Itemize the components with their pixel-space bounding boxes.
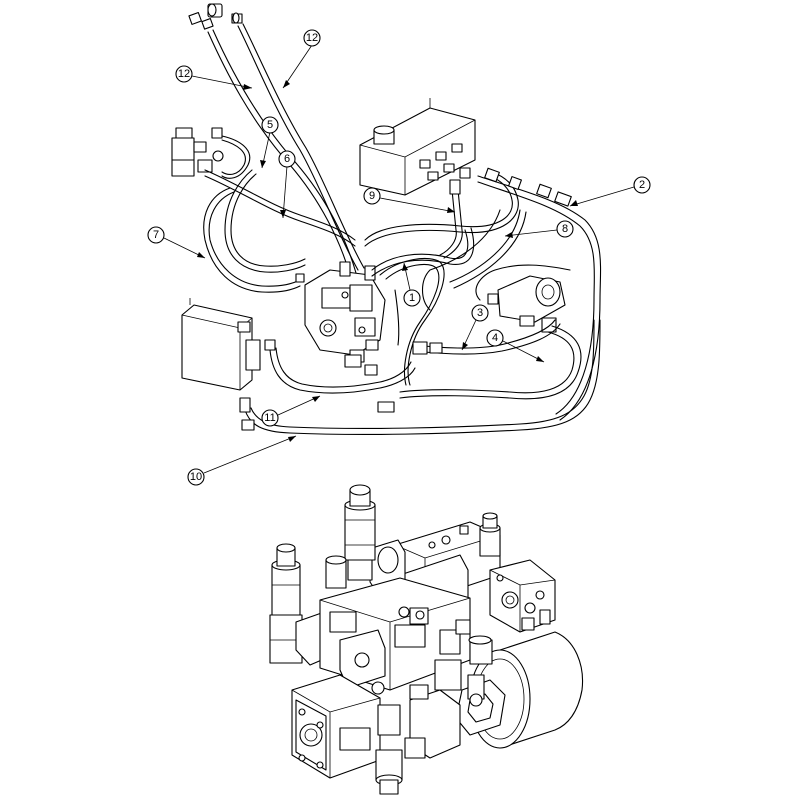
hose-4: [399, 325, 582, 400]
hose-3: [412, 319, 561, 355]
hose-2: [477, 167, 602, 421]
cooler-box: [181, 298, 276, 391]
callout-4: 4: [492, 332, 498, 344]
callout-circle-2: [633, 176, 651, 194]
hose-10: [239, 319, 601, 435]
callout-circle-8: [556, 220, 574, 238]
hose-5: [221, 135, 251, 179]
callout-circle-4: [486, 329, 504, 347]
hose-routing-view: [171, 3, 602, 435]
hose-1: [379, 257, 445, 386]
callout-6: 6: [284, 153, 290, 165]
valve-block-left: [171, 127, 224, 177]
central-pump: [295, 261, 386, 376]
electric-motor: [455, 631, 584, 749]
callout-circle-12b: [175, 65, 193, 83]
hose-9: [439, 179, 463, 259]
callout-circle-7: [147, 226, 165, 244]
callout-7: 7: [153, 229, 159, 241]
callout-11: 11: [264, 412, 275, 424]
callout-5: 5: [267, 119, 273, 131]
callout-circle-12a: [303, 29, 321, 47]
pump-assembly-detail: [269, 484, 584, 795]
top-right-fitting: [479, 512, 501, 557]
hose-6: [204, 169, 356, 247]
callout-12b: 12: [178, 68, 190, 80]
top-fittings: [188, 3, 243, 30]
callout-circle-3: [471, 304, 489, 322]
callout-circle-6: [278, 150, 296, 168]
bottom-fittings: [375, 704, 426, 795]
callout-1: 1: [409, 292, 415, 304]
side-ports: [325, 555, 471, 700]
gear-pump-front: [291, 674, 381, 779]
callout-group: 12 12 5 6 7 9 8 2 1 3 4 11 10: [147, 29, 651, 486]
relief-valve-center: [344, 484, 376, 581]
callout-8: 8: [562, 223, 568, 235]
gear-pump-right: [489, 559, 556, 633]
callout-circle-11: [261, 409, 279, 427]
callout-2: 2: [639, 179, 645, 191]
callout-circle-10: [187, 468, 205, 486]
callout-circle-5: [261, 116, 279, 134]
callout-circle-9: [363, 187, 381, 205]
hose-7: [203, 169, 306, 293]
reservoir-box: [359, 98, 476, 196]
callout-12a: 12: [306, 32, 318, 44]
hose-11: [269, 347, 416, 413]
right-pump: [475, 264, 571, 333]
callout-9: 9: [369, 190, 375, 202]
callout-3: 3: [477, 307, 483, 319]
hose-misc: [394, 209, 527, 346]
main-valve-body: [319, 577, 471, 695]
callout-circle-1: [403, 289, 421, 307]
callout-10: 10: [190, 471, 202, 483]
